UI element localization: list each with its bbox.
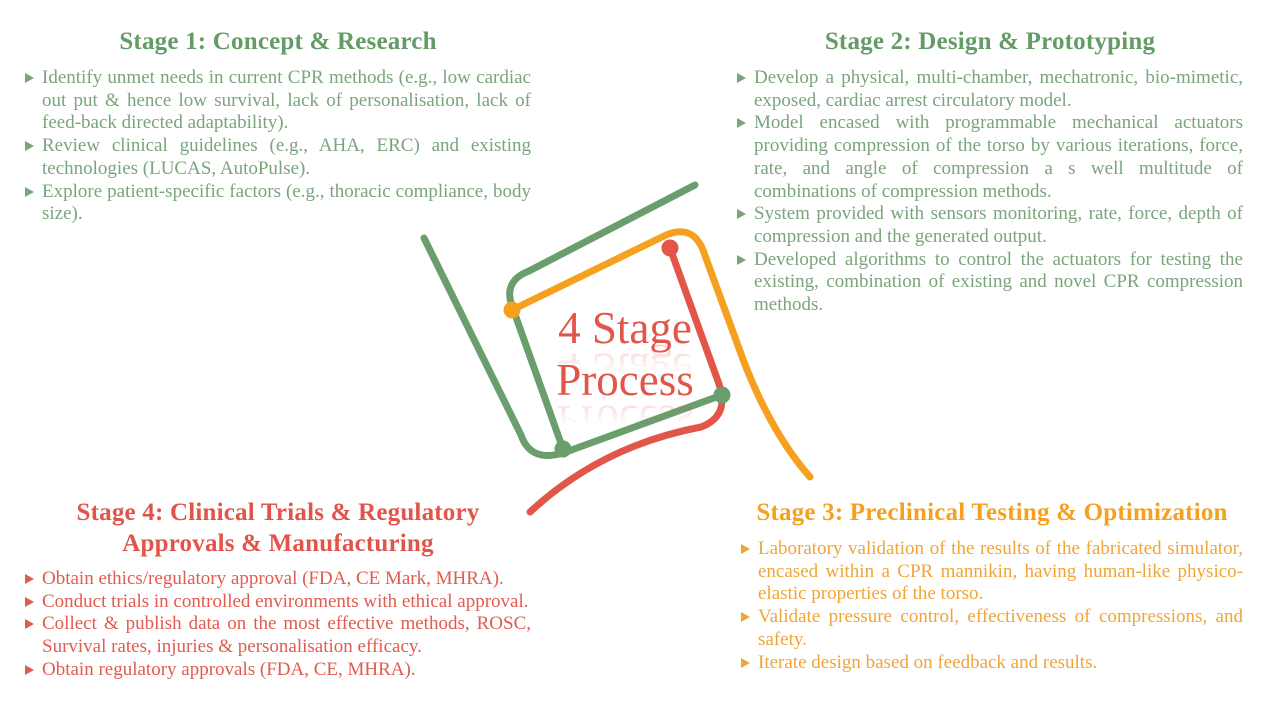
arrowhead-bullet-icon xyxy=(737,73,746,83)
stage-2-title: Stage 2: Design & Prototyping xyxy=(824,28,1156,55)
center-label-line: 4 Stage 4 Stage xyxy=(494,302,756,394)
bullet-text: System provided with sensors monitoring,… xyxy=(754,203,1243,247)
arrow-start-dot-orange xyxy=(503,301,521,319)
arrowhead-bullet-icon xyxy=(741,612,750,623)
arrowhead-bullet-icon xyxy=(25,574,34,584)
arrowhead-bullet-icon xyxy=(25,186,34,197)
arrowhead-bullet-icon xyxy=(25,619,34,630)
arrowhead-bullet-icon xyxy=(25,141,34,152)
stage-3-panel: Stage 3: Preclinical Testing & Optimizat… xyxy=(741,497,1243,674)
stage-4-title: Stage 4: Clinical Trials & Regulatory Ap… xyxy=(25,497,531,559)
bullet-item: Model encased with programmable mechanic… xyxy=(737,112,1243,203)
arrowhead-bullet-icon xyxy=(741,657,750,668)
bullet-text: Review clinical guidelines (e.g., AHA, E… xyxy=(42,135,531,179)
bullet-text: Validate pressure control, effectiveness… xyxy=(758,606,1243,650)
bullet-item: System provided with sensors monitoring,… xyxy=(737,203,1243,248)
arrow-start-dot-green-bottom xyxy=(713,386,731,404)
arrow-start-dot-green-left xyxy=(554,440,572,458)
bullet-item: Collect & publish data on the most effec… xyxy=(25,613,531,658)
stage-2-panel: Stage 2: Design & Prototyping Develop a … xyxy=(737,26,1243,317)
center-label-text: 4 Stage xyxy=(558,303,692,353)
stage-3-title: Stage 3: Preclinical Testing & Optimizat… xyxy=(756,499,1228,526)
bullet-text: Collect & publish data on the most effec… xyxy=(42,613,531,658)
bullet-item: Obtain regulatory approvals (FDA, CE, MH… xyxy=(25,659,531,682)
bullet-item: Iterate design based on feedback and res… xyxy=(741,652,1243,675)
bullet-item: Laboratory validation of the results of … xyxy=(741,538,1243,606)
stage-4-bullet-list: Obtain ethics/regulatory approval (FDA, … xyxy=(25,568,531,682)
arrowhead-bullet-icon xyxy=(25,596,34,607)
bullet-text: Identify unmet needs in current CPR meth… xyxy=(42,67,531,134)
stage-4-title-line-1: Stage 4: Clinical Trials & Regulatory xyxy=(76,499,480,526)
bullet-item: Developed algorithms to control the actu… xyxy=(737,249,1243,317)
bullet-text: Explore patient-specific factors (e.g., … xyxy=(42,180,531,225)
stage-4-panel: Stage 4: Clinical Trials & Regulatory Ap… xyxy=(25,497,531,682)
center-process-label: 4 Stage 4 Stage Process Process xyxy=(494,302,756,446)
bullet-text: Conduct trials in controlled environment… xyxy=(42,590,529,612)
arrow-start-dot-red xyxy=(661,239,679,257)
bullet-item: Obtain ethics/regulatory approval (FDA, … xyxy=(25,568,531,591)
bullet-text: Develop a physical, multi-chamber, mecha… xyxy=(754,67,1243,111)
arrowhead-bullet-icon xyxy=(25,73,34,83)
stage-1-bullet-list: Identify unmet needs in current CPR meth… xyxy=(25,67,531,226)
stage-2-bullet-list: Develop a physical, multi-chamber, mecha… xyxy=(737,67,1243,317)
arrow-to-stage-3 xyxy=(508,228,814,481)
bullet-item: Conduct trials in controlled environment… xyxy=(25,591,531,614)
bullet-text: Iterate design based on feedback and res… xyxy=(758,651,1098,673)
bullet-item: Validate pressure control, effectiveness… xyxy=(741,606,1243,651)
arrowhead-bullet-icon xyxy=(741,544,750,554)
bullet-text: Obtain regulatory approvals (FDA, CE, MH… xyxy=(42,658,416,680)
arrowhead-bullet-icon xyxy=(737,209,746,220)
bullet-text: Obtain ethics/regulatory approval (FDA, … xyxy=(42,568,504,589)
stage-4-title-line-2: Approvals & Manufacturing xyxy=(122,530,434,557)
arrowhead-bullet-icon xyxy=(25,664,34,675)
center-label-line: Process Process xyxy=(494,354,756,446)
arrowhead-bullet-icon xyxy=(737,254,746,265)
bullet-item: Review clinical guidelines (e.g., AHA, E… xyxy=(25,135,531,180)
bullet-text: Laboratory validation of the results of … xyxy=(758,538,1243,605)
center-label-text: Process xyxy=(556,355,694,405)
bullet-text: Developed algorithms to control the actu… xyxy=(754,248,1243,316)
stage-3-bullet-list: Laboratory validation of the results of … xyxy=(741,538,1243,674)
stage-1-title: Stage 1: Concept & Research xyxy=(119,28,437,55)
bullet-text: Model encased with programmable mechanic… xyxy=(754,112,1243,202)
bullet-item: Explore patient-specific factors (e.g., … xyxy=(25,181,531,226)
stage-1-panel: Stage 1: Concept & Research Identify unm… xyxy=(25,26,531,226)
arrowhead-bullet-icon xyxy=(737,118,746,129)
bullet-item: Develop a physical, multi-chamber, mecha… xyxy=(737,67,1243,112)
bullet-item: Identify unmet needs in current CPR meth… xyxy=(25,67,531,135)
